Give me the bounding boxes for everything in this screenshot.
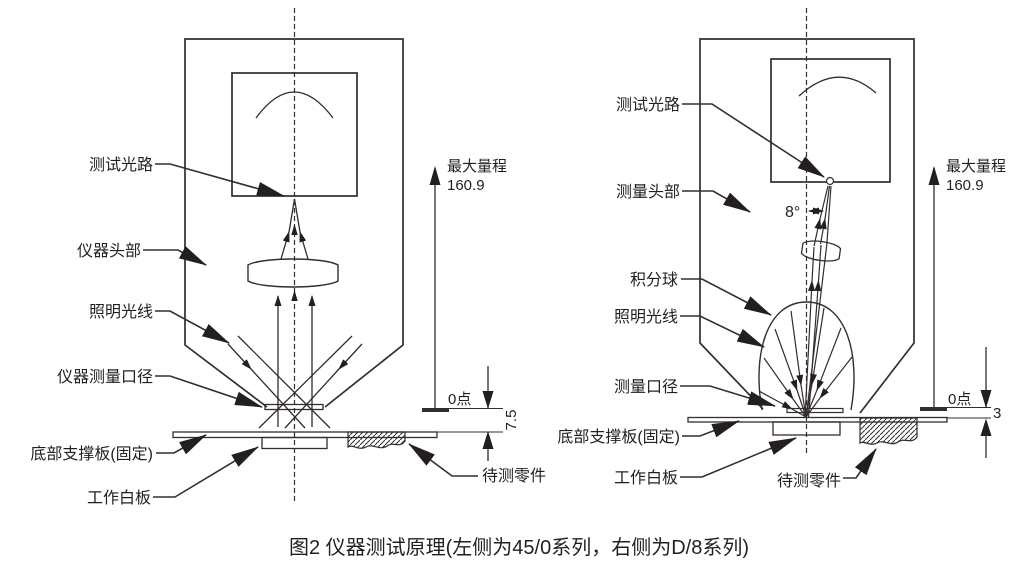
right-gap-arrow-up: [980, 418, 992, 436]
left-labels: 测试光路 仪器头部 照明光线 仪器测量口径 底部支撑板(固定) 工作白板 待测零…: [30, 156, 546, 507]
right-light-path: 8°: [758, 176, 853, 419]
left-gap-value: 7.5: [503, 410, 520, 431]
left-instrument-body: [184, 38, 404, 408]
left-detector-box: [231, 72, 358, 197]
left-measurement-aperture-bar: [264, 403, 324, 411]
left-label-bottom-support-plate: 底部支撑板(固定): [30, 445, 153, 463]
right-max-range-arrowhead: [928, 166, 940, 185]
right-label-illumination-light: 照明光线: [614, 308, 678, 326]
left-label-instrument-head: 仪器头部: [77, 242, 141, 260]
left-label-illumination-light: 照明光线: [89, 303, 153, 321]
left-gap-arrow-up: [482, 431, 494, 449]
right-receiver-point: [825, 176, 835, 186]
left-label-measurement-aperture: 仪器测量口径: [57, 368, 153, 386]
left-gap-arrow-down: [482, 391, 494, 409]
right-diagram: 8° 最大量程 160.9 0点 3 测试光路: [557, 8, 1006, 490]
right-label-test-light-path: 测试光路: [616, 96, 680, 114]
left-max-range-arrowhead: [429, 166, 441, 185]
left-max-range-label: 最大量程: [447, 158, 507, 175]
right-label-measurement-aperture: 测量口径: [614, 378, 678, 396]
left-dimension-annotation: 最大量程 160.9 0点 7.5: [422, 158, 520, 461]
right-measurement-aperture-bar: [786, 407, 844, 414]
left-label-test-light-path: 测试光路: [89, 156, 153, 174]
left-diagram: 最大量程 160.9 0点 7.5 测试光路 仪器头部 照明光线 仪器测量口径 …: [30, 8, 546, 507]
left-label-working-white-board: 工作白板: [87, 489, 151, 507]
right-integrating-sphere: [758, 301, 855, 411]
right-dimension-annotation: 最大量程 160.9 0点 3: [920, 158, 1006, 458]
right-detector-box: [770, 58, 891, 183]
right-part-under-test-hatched: [859, 417, 918, 445]
left-detector-arc: [255, 91, 334, 119]
right-gap-value: 3: [993, 405, 1001, 422]
left-sample-stage: [172, 403, 503, 450]
right-max-range-label: 最大量程: [946, 158, 1006, 175]
left-part-under-test-hatched: [347, 431, 406, 449]
figure-caption: 图2 仪器测试原理(左侧为45/0系列，右侧为D/8系列): [289, 536, 749, 559]
right-label-bottom-support-plate: 底部支撑板(固定): [557, 428, 680, 446]
left-zero-point-label: 0点: [448, 391, 471, 408]
left-light-path: [227, 198, 363, 429]
right-angle-label: 8°: [785, 204, 800, 221]
right-white-board: [772, 421, 841, 436]
right-max-range-value: 160.9: [946, 177, 984, 194]
right-detector-arc: [798, 76, 877, 97]
right-zero-point-label: 0点: [948, 391, 971, 408]
right-label-working-white-board: 工作白板: [614, 469, 678, 487]
right-label-part-under-test: 待测零件: [777, 472, 841, 490]
right-sample-stage: [687, 407, 991, 445]
left-max-range-value: 160.9: [447, 177, 485, 194]
right-labels: 测试光路 测量头部 积分球 照明光线 测量口径 底部支撑板(固定) 工作白板 待…: [557, 96, 877, 490]
left-lens: [247, 258, 339, 288]
left-white-board: [261, 436, 328, 450]
right-gap-arrow-down: [980, 390, 992, 408]
right-instrument-body: [699, 38, 915, 414]
right-label-measuring-head: 测量头部: [616, 183, 680, 201]
right-label-integrating-sphere: 积分球: [630, 271, 678, 289]
left-label-part-under-test: 待测零件: [482, 467, 546, 485]
